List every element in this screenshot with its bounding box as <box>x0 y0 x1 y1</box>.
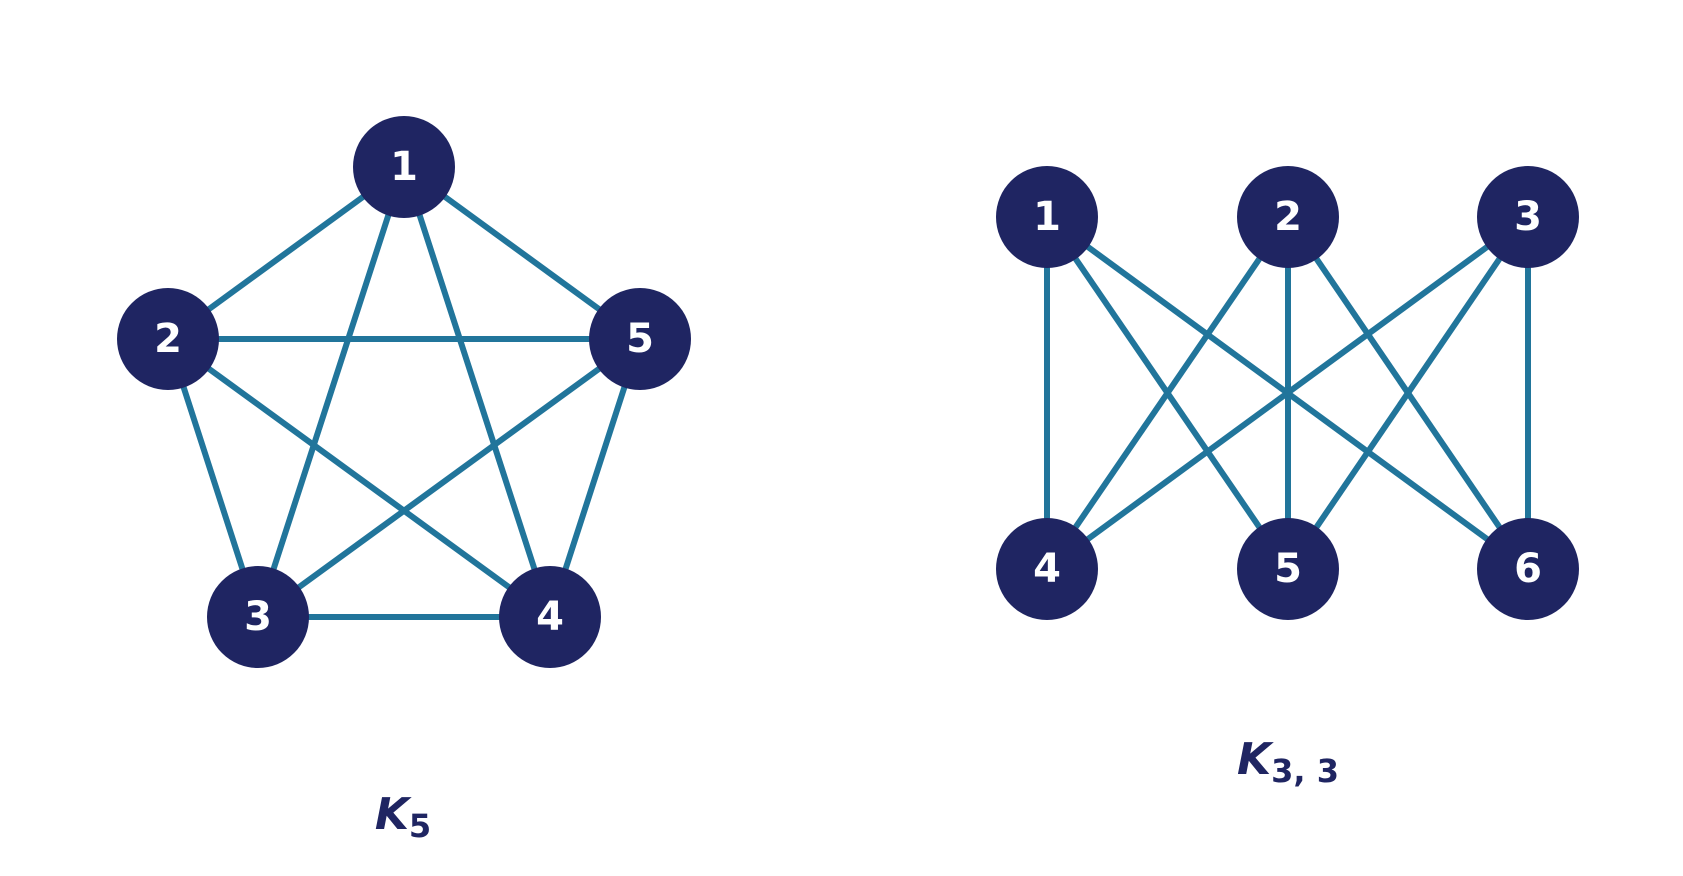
k33-title: K3, 3 <box>1237 734 1339 790</box>
k33-node-label: 6 <box>1514 546 1542 592</box>
k5-nodes: 1 2 3 4 5 <box>117 116 691 668</box>
k5-node-3: 3 <box>207 566 309 668</box>
k5-edge-1-4 <box>401 166 553 618</box>
k33-node-2: 2 <box>1237 166 1339 268</box>
k33-nodes: 1 2 3 4 5 6 <box>996 166 1579 620</box>
k5-node-label: 2 <box>154 316 182 362</box>
k5-node-label: 4 <box>536 594 564 640</box>
k5-node-circle <box>353 116 455 218</box>
k33-node-label: 4 <box>1033 546 1061 592</box>
k5-node-circle <box>499 566 601 668</box>
k33-node-6: 6 <box>1477 518 1579 620</box>
k33-node-1: 1 <box>996 166 1098 268</box>
k5-node-circle <box>117 288 219 390</box>
k33-edges <box>1044 214 1531 572</box>
k33-node-3: 3 <box>1477 166 1579 268</box>
k5-node-1: 1 <box>353 116 455 218</box>
k33-node-circle <box>996 518 1098 620</box>
k5-node-circle <box>207 566 309 668</box>
k5-edges <box>165 164 643 620</box>
k33-node-circle <box>1477 166 1579 268</box>
k5-node-label: 3 <box>244 594 272 640</box>
k5-node-4: 4 <box>499 566 601 668</box>
k33-node-5: 5 <box>1237 518 1339 620</box>
k5-node-label: 5 <box>626 316 654 362</box>
k33-edge-3-5 <box>1285 215 1531 571</box>
k5-node-circle <box>589 288 691 390</box>
k5-node-label: 1 <box>390 144 418 190</box>
k33-node-circle <box>1237 166 1339 268</box>
k33-node-label: 3 <box>1514 194 1542 240</box>
k33-graph: 1 2 3 4 5 6 K3, 3 <box>996 166 1579 790</box>
k5-edge-3-5 <box>256 336 642 620</box>
k5-node-5: 5 <box>589 288 691 390</box>
k33-node-label: 2 <box>1274 194 1302 240</box>
k33-node-label: 5 <box>1274 546 1302 592</box>
k5-graph: 1 2 3 4 5 K5 <box>117 116 691 845</box>
k33-node-4: 4 <box>996 518 1098 620</box>
k33-edge-2-4 <box>1044 215 1291 571</box>
k5-node-2: 2 <box>117 288 219 390</box>
k5-title: K5 <box>375 789 431 845</box>
k33-node-circle <box>1237 518 1339 620</box>
k5-edge-1-3 <box>255 166 407 618</box>
k33-node-label: 1 <box>1033 194 1061 240</box>
k5-edge-2-4 <box>166 336 552 620</box>
k33-node-circle <box>996 166 1098 268</box>
k33-edge-3-4 <box>1045 214 1530 572</box>
k33-node-circle <box>1477 518 1579 620</box>
